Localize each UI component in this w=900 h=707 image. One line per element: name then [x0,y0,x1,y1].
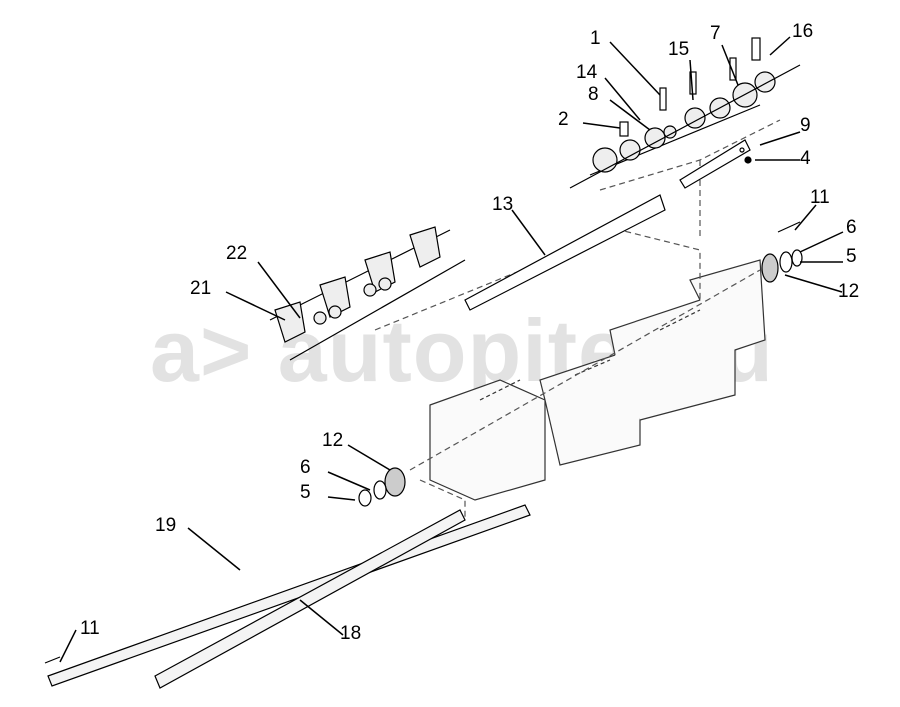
callout-5-right: 5 [846,246,857,267]
leader-lines [59,36,844,663]
callout-13: 13 [492,194,514,215]
rails [464,139,752,311]
shafts [44,504,531,689]
callout-16: 16 [792,21,814,42]
callout-2: 2 [558,109,569,130]
callout-11-left: 11 [80,618,100,639]
callout-18: 18 [340,623,362,644]
callout-19: 19 [155,515,177,536]
callout-5-left: 5 [300,482,311,503]
bracket-assembly [269,226,466,361]
callout-1: 1 [590,28,601,49]
bearing-left [358,467,406,507]
callout-14: 14 [576,62,598,83]
callout-6-left: 6 [300,457,311,478]
callout-12-left: 12 [322,430,344,451]
dash-outlines [374,119,781,520]
sprocket-assembly [569,37,801,189]
bearing-right [761,221,803,283]
callout-11-right: 11 [810,187,830,208]
callout-9: 9 [800,115,811,136]
callout-22: 22 [226,243,248,264]
callout-6-right: 6 [846,217,857,238]
callout-15: 15 [668,39,690,60]
housing-blocks [429,259,766,501]
callout-12-right: 12 [838,281,860,302]
callout-21: 21 [190,278,212,299]
callout-7: 7 [710,23,721,44]
callout-8: 8 [588,84,599,105]
callout-4: 4 [800,148,811,169]
